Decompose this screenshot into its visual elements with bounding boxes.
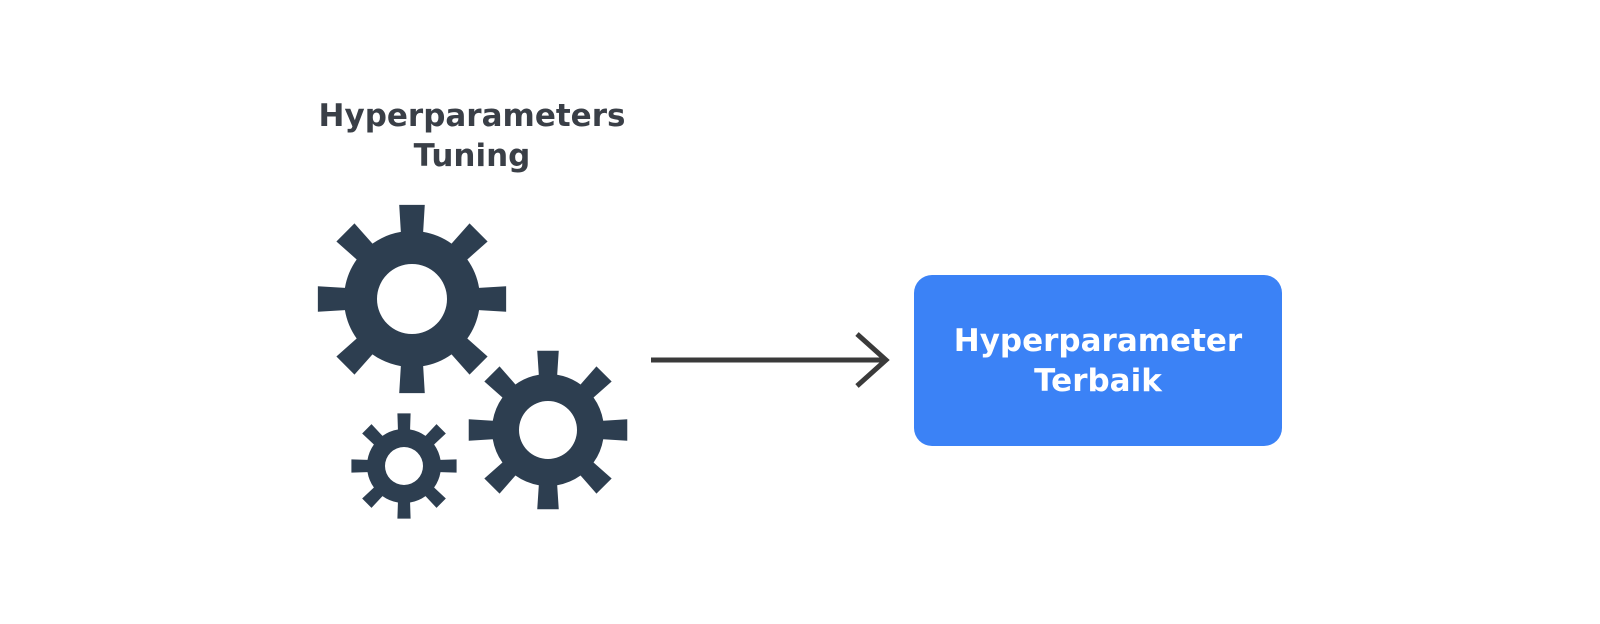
gear-icon	[317, 204, 507, 394]
result-label: Hyperparameter Terbaik	[953, 322, 1243, 399]
gear-icon	[351, 413, 457, 519]
gear-icon	[468, 350, 628, 510]
tuning-title: Hyperparameters Tuning	[318, 98, 626, 174]
result-box: Hyperparameter Terbaik	[914, 275, 1282, 446]
arrow-head	[855, 332, 890, 388]
